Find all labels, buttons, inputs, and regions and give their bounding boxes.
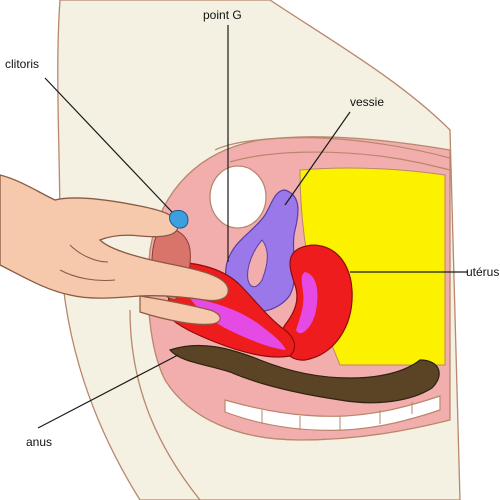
label-vessie: vessie: [350, 95, 384, 109]
clitoris-shape: [169, 209, 189, 229]
leader-anus: [37, 354, 179, 429]
index-finger-lower: [139, 295, 221, 325]
coccyx-vertebrae: [224, 395, 441, 431]
hand: [0, 174, 229, 302]
bladder-inner: [247, 239, 268, 288]
buttock-contour: [129, 309, 201, 500]
leader-vessie: [284, 111, 351, 206]
finger-crease-2: [59, 269, 116, 281]
pubic-bone: [209, 165, 267, 229]
finger-crease-1: [69, 244, 109, 263]
label-point-g: point G: [203, 8, 242, 22]
leader-clitoris: [44, 77, 173, 213]
label-anus: anus: [26, 435, 52, 449]
rectum: [168, 344, 440, 404]
label-clitoris: clitoris: [5, 57, 39, 71]
uterus-inner: [296, 272, 318, 334]
label-uterus: utérus: [466, 265, 499, 279]
inner-skin-arc: [214, 137, 451, 159]
inner-skin-arc-2: [229, 151, 451, 171]
